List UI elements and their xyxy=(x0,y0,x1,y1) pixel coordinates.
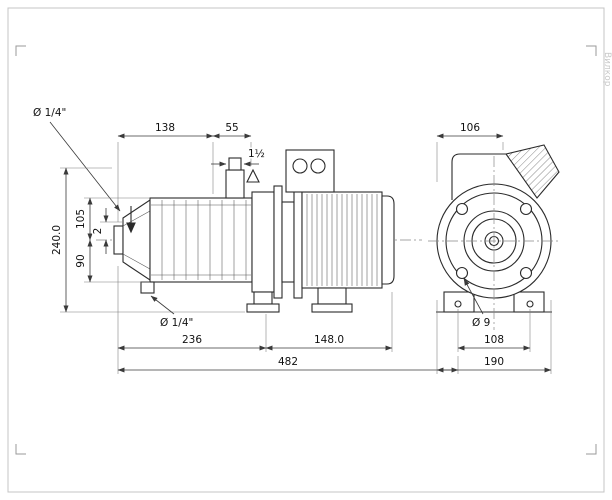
dim-1half-label: 1½ xyxy=(248,148,265,160)
dim-108-label: 108 xyxy=(484,334,504,346)
dim-port-1half: 1½ xyxy=(211,147,266,167)
suction-flow-arrow-icon xyxy=(126,206,136,234)
hatched-section xyxy=(505,144,560,199)
corner-mark-tl xyxy=(15,45,26,56)
bolt-hole-icon xyxy=(519,202,533,216)
pump-flange xyxy=(273,185,283,299)
motor-flange xyxy=(293,185,303,299)
dim-105-label: 105 xyxy=(75,209,87,229)
dim-482-label: 482 xyxy=(278,356,298,368)
side-view: 138 55 1½ Ø 1/4" 240.0 105 90 xyxy=(32,106,459,374)
foot-hole-icon xyxy=(454,300,462,308)
bolt-hole-icon xyxy=(455,266,469,280)
suction-cone xyxy=(122,198,151,282)
dim-width-106: 106 xyxy=(436,121,504,182)
corner-mark-br xyxy=(586,444,597,455)
motor-end-cap xyxy=(381,195,395,285)
cable-gland-icon xyxy=(310,158,326,174)
drain-plug xyxy=(140,281,155,294)
cable-gland-icon xyxy=(292,158,308,174)
dim-148-label: 148.0 xyxy=(314,334,344,346)
dim-2-label: 2 xyxy=(92,228,104,235)
callout-bolt-hole: Ø 9 xyxy=(463,278,492,331)
pump-feet xyxy=(246,287,353,313)
front-view: 106 Ø 9 108 190 xyxy=(428,121,560,374)
dim-190-label: 190 xyxy=(484,356,504,368)
dim-240-label: 240.0 xyxy=(51,225,63,255)
stage-barrel xyxy=(149,197,253,283)
plug-top-label: Ø 1/4" xyxy=(33,107,66,119)
filling-plug xyxy=(225,157,245,199)
callout-plug-bottom: Ø 1/4" xyxy=(150,295,195,331)
dim-236-label: 236 xyxy=(182,334,202,346)
dim-width-bottom: 108 190 xyxy=(436,300,552,374)
vent-triangle-icon xyxy=(246,168,260,183)
dim-length-top: 138 55 xyxy=(117,121,252,222)
dim-height-240: 240.0 xyxy=(50,167,245,313)
pump-side-outline xyxy=(113,185,395,299)
discharge-casing xyxy=(251,191,275,293)
dim-55-label: 55 xyxy=(225,122,238,134)
dim-length-bottom: 236 148.0 482 xyxy=(117,266,459,374)
dim-9-label: Ø 9 xyxy=(472,317,490,329)
lantern xyxy=(281,201,295,283)
front-feet xyxy=(436,291,552,313)
bolt-hole-icon xyxy=(455,202,469,216)
foot-hole-icon xyxy=(526,300,534,308)
suction-cap xyxy=(113,225,124,255)
dim-90-label: 90 xyxy=(75,254,87,267)
dim-106-label: 106 xyxy=(460,122,480,134)
plug-bottom-label: Ø 1/4" xyxy=(160,317,193,329)
terminal-box xyxy=(285,149,335,193)
corner-mark-bl xyxy=(15,444,26,455)
dim-height-105-90: 105 90 xyxy=(74,197,150,283)
dim-offset-2: 2 xyxy=(91,208,122,254)
watermark: Вилкор xyxy=(602,52,612,87)
sheet-border xyxy=(7,7,605,493)
bolt-hole-icon xyxy=(519,266,533,280)
dim-138-label: 138 xyxy=(155,122,175,134)
callout-plug-top: Ø 1/4" xyxy=(32,106,121,212)
drawing-frame xyxy=(7,7,605,493)
corner-mark-tr xyxy=(586,45,597,56)
front-terminal-box xyxy=(451,144,560,200)
